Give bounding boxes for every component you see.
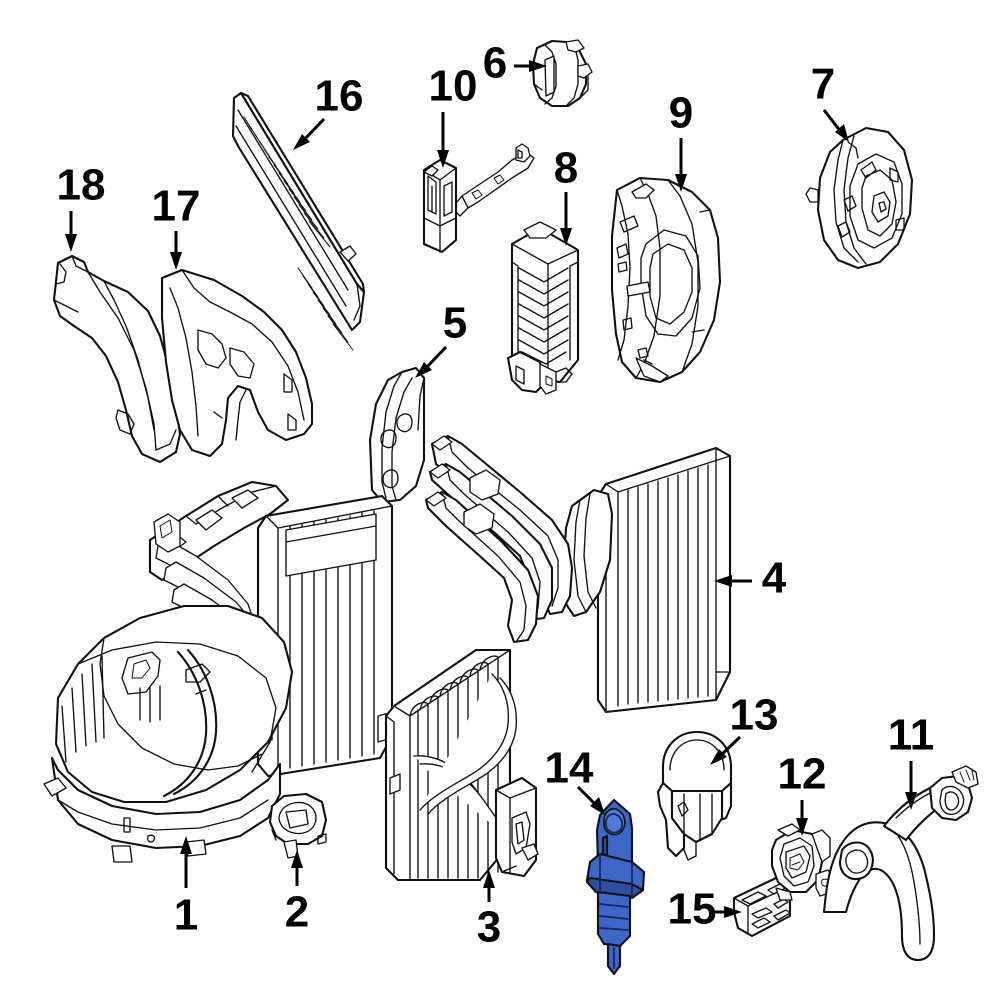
part-3-ac-evaporator-core[interactable]: [384, 648, 539, 882]
part-2-housing-drain-grommet[interactable]: [268, 792, 328, 859]
callout-label-14[interactable]: 14: [545, 744, 594, 793]
part-15-expansion-valve-insulator[interactable]: [732, 876, 792, 938]
part-1-heater-ac-housing-assembly[interactable]: [43, 480, 394, 863]
callout-label-3[interactable]: 3: [477, 903, 501, 952]
part-18-air-inlet-duct[interactable]: [52, 254, 182, 464]
part-9-mode-door-actuator-housing[interactable]: [610, 176, 722, 384]
part-8-blower-motor-resistor[interactable]: [506, 221, 580, 395]
callout-label-2[interactable]: 2: [285, 888, 309, 937]
callout-label-9[interactable]: 9: [669, 89, 693, 138]
part-4-heater-core[interactable]: [424, 434, 732, 714]
callout-label-6[interactable]: 6: [483, 39, 507, 88]
callout-label-13[interactable]: 13: [730, 691, 779, 740]
part-14-ac-pressure-temperature-switch[interactable]: [585, 798, 646, 976]
callout-label-10[interactable]: 10: [429, 62, 478, 111]
callout-number-labels: 1 2 3 4 5 6 7 8 9 10 11 12 13 14 15 16 1…: [57, 39, 935, 952]
callout-label-8[interactable]: 8: [554, 144, 578, 193]
callout-label-7[interactable]: 7: [811, 60, 835, 109]
callout-label-4[interactable]: 4: [762, 554, 787, 603]
callout-label-16[interactable]: 16: [315, 72, 364, 121]
part-17-air-inlet-duct-cover[interactable]: [160, 268, 314, 458]
callout-label-12[interactable]: 12: [778, 750, 827, 799]
callout-label-15[interactable]: 15: [668, 885, 717, 934]
callout-label-1[interactable]: 1: [174, 891, 198, 940]
part-7-blower-motor[interactable]: [805, 126, 914, 270]
callout-label-17[interactable]: 17: [152, 182, 201, 231]
callout-label-18[interactable]: 18: [57, 161, 106, 210]
part-11-ac-suction-and-discharge-hose[interactable]: [822, 765, 979, 962]
callout-label-11[interactable]: 11: [888, 711, 935, 760]
part-6-mode-door-cam[interactable]: [531, 39, 593, 108]
callout-leaders: [65, 60, 917, 918]
part-13-retainer-clip[interactable]: [656, 730, 733, 861]
part-5-heater-core-seal-plate[interactable]: [368, 366, 426, 504]
callout-label-5[interactable]: 5: [443, 299, 467, 348]
part-10-mode-door-link-rod[interactable]: [422, 143, 535, 254]
part-16-cabin-air-filter[interactable]: [231, 91, 366, 351]
